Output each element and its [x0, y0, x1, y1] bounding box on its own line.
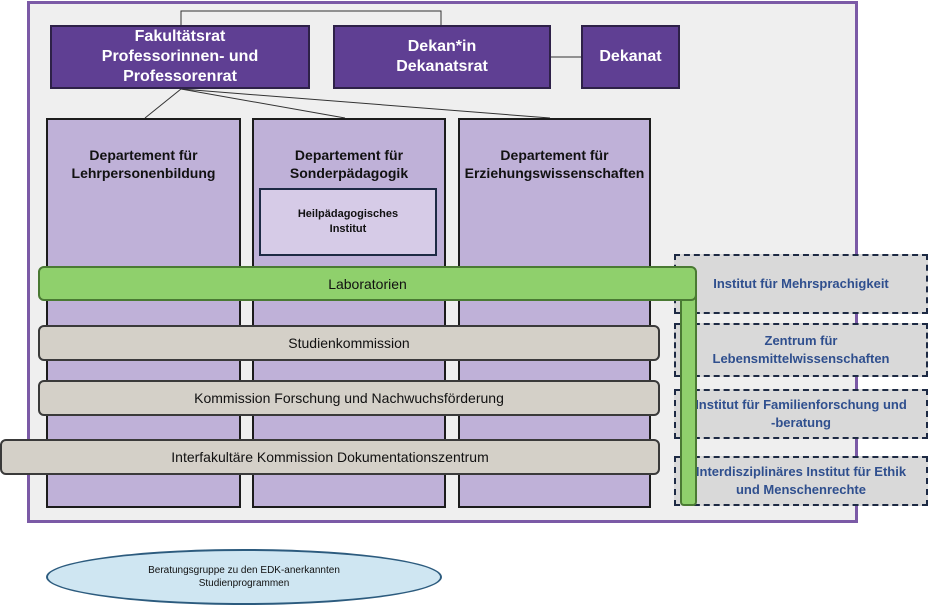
forschung-kommission-bar: Kommission Forschung und Nachwuchsförder… — [38, 380, 660, 416]
department-title: Departement für Erziehungswissenschaften — [464, 147, 645, 182]
studienkommission-bar: Studienkommission — [38, 325, 660, 361]
dekan-box: Dekan*in Dekanatsrat — [333, 25, 551, 89]
department-title: Departement für Lehrpersonenbildung — [71, 147, 216, 182]
department-title: Departement für Sonderpädagogik — [289, 147, 409, 182]
beratungsgruppe-oval: Beratungsgruppe zu den EDK-anerkannten S… — [46, 549, 442, 605]
laboratorien-arm — [680, 291, 697, 506]
institute-ethik-menschenrechte: Interdisziplinäres Institut für Ethik un… — [674, 456, 928, 506]
institute-familienforschung: Institut für Familienforschung und -bera… — [674, 389, 928, 439]
institute-lebensmittelwissenschaften: Zentrum für Lebensmittelwissenschaften — [674, 323, 928, 377]
interfakultaer-kommission-bar: Interfakultäre Kommission Dokumentations… — [0, 439, 660, 475]
institute-mehrsprachigkeit: Institut für Mehrsprachigkeit — [674, 254, 928, 314]
fakultaetsrat-box: Fakultätsrat Professorinnen- und Profess… — [50, 25, 310, 89]
laboratorien-bar: Laboratorien — [38, 266, 697, 301]
dekanat-box: Dekanat — [581, 25, 680, 89]
heilpaedagogisches-institut: Heilpädagogisches Institut — [259, 188, 437, 256]
